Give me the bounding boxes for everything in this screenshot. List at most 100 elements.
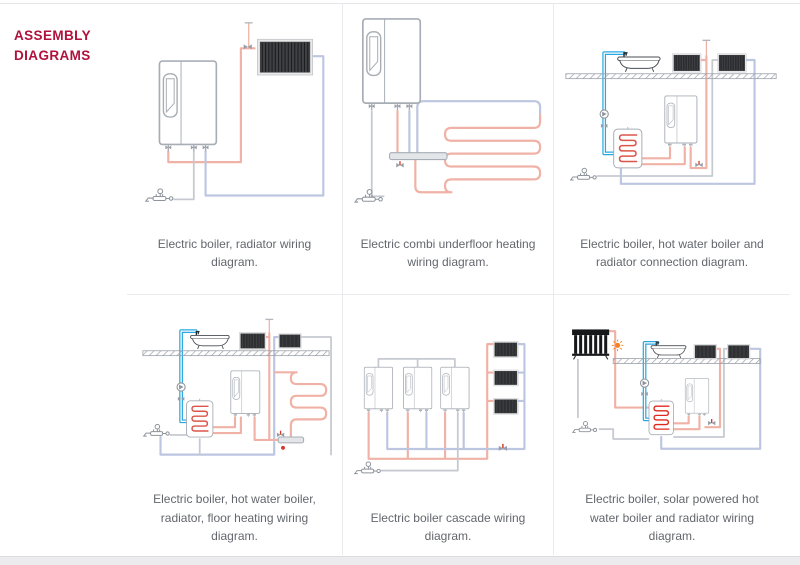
cold-manifold-pipe [386, 342, 526, 450]
diagram-caption-6: Electric boiler, solar powered hot water… [585, 492, 759, 544]
radiator-icon [493, 398, 519, 415]
diagram-boiler-hwb-radiator-floor [127, 290, 342, 486]
section-title-line2: DIAGRAMS [14, 48, 91, 64]
radiator-icon [717, 53, 747, 73]
diagram-boiler-hwb-radiator [554, 4, 790, 231]
hot-water-tank-icon [613, 127, 643, 170]
tank-hot-pipe-2 [211, 416, 242, 435]
solar-collector-icon [572, 329, 610, 360]
diagram-combi-underfloor [343, 4, 553, 231]
diagram-5-illustration [354, 341, 526, 475]
electric-boiler-icon [664, 95, 698, 148]
right-return-pipe [300, 336, 332, 456]
electric-boiler-icon [684, 378, 710, 417]
solar-hot-water-tank-icon [648, 398, 674, 436]
solar-return-pipe [577, 358, 650, 441]
cold-pipe [203, 55, 324, 197]
diagram-3-illustration [565, 40, 777, 186]
boiler-manifold-pipe [253, 416, 279, 442]
diagram-grid: Electric boiler, radiator wiring diagram… [127, 4, 790, 555]
diagram-card-4: Electric boiler, hot water boiler, radia… [127, 295, 343, 555]
diagram-caption-5: Electric boiler cascade wiring diagram. [370, 510, 526, 544]
diagram-4-illustration [141, 318, 332, 456]
electric-boiler-icon [229, 370, 260, 418]
radiator-return-pipe [158, 336, 279, 456]
cold-feed-pipe [416, 100, 542, 155]
sun-icon [611, 339, 624, 352]
manifold [277, 436, 304, 444]
tank-return-pipe [168, 434, 201, 456]
filling-valve-icon [572, 421, 598, 434]
radiator-icon [672, 53, 702, 73]
diagram-card-2: Electric combi underfloor heating wiring… [343, 4, 554, 295]
diagram-caption-1: Electric boiler, radiator wiring diagram… [157, 236, 312, 270]
electric-combi-boiler-icon [361, 18, 422, 112]
diagram-caption-4: Electric boiler, hot water boiler, radia… [153, 492, 316, 544]
red-handle [280, 446, 285, 450]
radiator-hot-pipe [689, 55, 708, 170]
radiator-return-pipe [596, 59, 719, 178]
diagram-caption-3: Electric boiler, hot water boiler and ra… [580, 236, 764, 270]
electric-boiler-icon [440, 366, 470, 413]
hot-water-tank-icon [185, 398, 213, 439]
radiator-hot-pipe [672, 347, 722, 431]
radiator-icon [277, 333, 302, 349]
radiator-icon [256, 39, 313, 76]
hot-water-mains-pipe-inner [603, 52, 625, 155]
floor [141, 350, 329, 357]
red-valve-icon [275, 430, 285, 438]
section-title-line1: ASSEMBLY [14, 28, 91, 43]
bathtub-icon [189, 331, 230, 350]
tank-hot-pipe [211, 416, 236, 429]
bathtub-icon [616, 52, 661, 73]
diagram-card-1: Electric boiler, radiator wiring diagram… [127, 4, 343, 295]
manifold [389, 152, 448, 161]
diagram-electric-boiler-radiator [127, 4, 342, 231]
mains-pipe [380, 411, 459, 472]
floor [565, 73, 777, 80]
diagram-1-illustration [144, 22, 324, 203]
control-wiring [377, 357, 456, 368]
pump-icon [639, 378, 650, 388]
diagram-6-illustration [572, 329, 762, 451]
underfloor-coil [273, 371, 327, 441]
radiator-icon [493, 369, 519, 387]
solar-hot-pipe [606, 330, 650, 409]
pump-icon [175, 382, 186, 392]
bathtub-icon [650, 341, 687, 359]
filling-valve-icon [354, 461, 381, 475]
hot-pipe [166, 47, 256, 164]
filling-valve-icon [570, 168, 597, 181]
electric-boiler-icon [363, 366, 394, 413]
radiator-icon [493, 341, 519, 358]
cold-pipe [660, 347, 762, 451]
tank-return-pipe [641, 146, 686, 166]
diagram-cascade [343, 295, 553, 505]
diagram-solar-hot-water [554, 290, 790, 486]
radiator-hot-pipe [264, 332, 270, 441]
floor [612, 358, 761, 365]
section-title: ASSEMBLY DIAGRAMS [14, 26, 91, 67]
hot-manifold-pipe [367, 342, 495, 460]
pump-icon [599, 109, 609, 120]
electric-boiler-icon [402, 366, 433, 413]
filling-valve-icon [144, 188, 173, 203]
diagram-card-3: Electric boiler, hot water boiler and ra… [554, 4, 790, 295]
top-divider [0, 3, 800, 4]
radiator-icon [238, 332, 266, 351]
mains-pipe [172, 150, 195, 201]
diagram-card-5: Electric boiler cascade wiring diagram. [343, 295, 554, 555]
mains-pipe [370, 110, 385, 198]
radiator-icon [726, 344, 751, 360]
tank-hot-pipe [641, 146, 672, 160]
red-valve-icon [707, 418, 717, 427]
radiator-return-pipe [673, 348, 728, 439]
electric-boiler-icon [158, 60, 217, 153]
diagram-caption-2: Electric combi underfloor heating wiring… [360, 236, 536, 270]
hot-water-mains-pipe-inner [179, 330, 196, 423]
radiator-icon [693, 344, 717, 360]
diagram-2-illustration [354, 18, 542, 204]
bottom-strip [0, 556, 800, 565]
filling-valve-icon [142, 424, 170, 437]
